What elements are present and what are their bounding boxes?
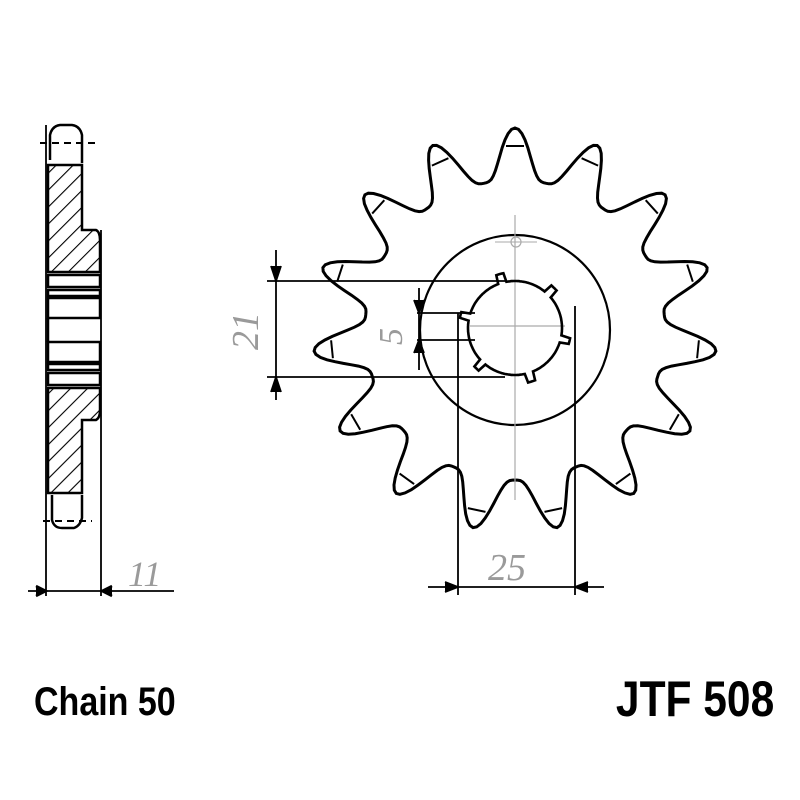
width-dimension-label: 11 [128,554,161,594]
chain-label: Chain 50 [34,680,176,724]
front-view [267,126,718,595]
spacing-dimension-label: 25 [488,547,526,589]
tooth-tips [330,145,700,513]
part-number-label: JTF 508 [615,671,774,727]
spline-dimension-label: 21 [225,312,267,350]
spline-bore [458,271,572,385]
spline-width-dimension-label: 5 [373,328,410,345]
side-view [28,123,174,598]
